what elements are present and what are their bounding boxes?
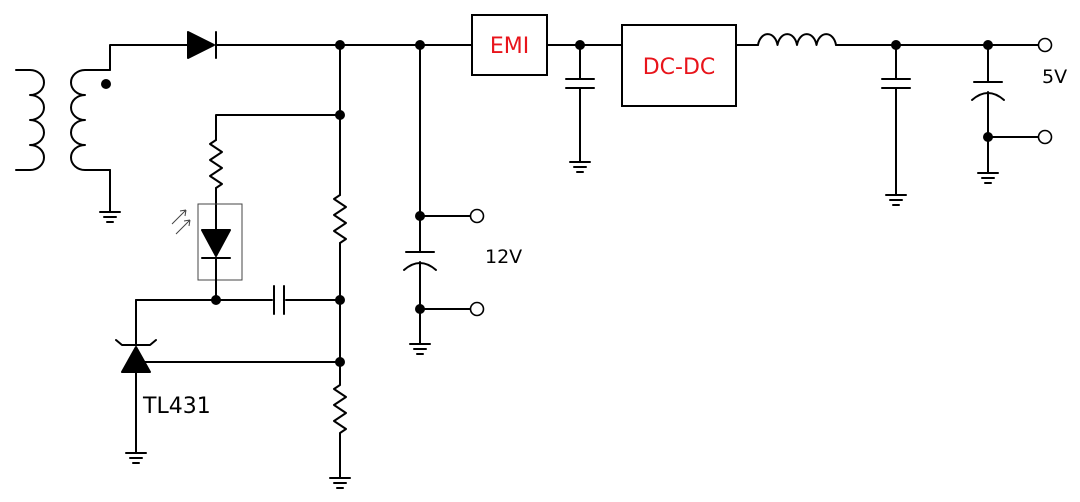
return-12v-terminal[interactable]: [469, 301, 485, 317]
ground-symbol: [125, 452, 147, 464]
transformer-primary-winding: [15, 69, 45, 171]
transformer-secondary-winding: [70, 69, 111, 171]
transformer-polarity-dot: [101, 79, 111, 89]
emi-filter-block: EMI: [471, 14, 548, 76]
ground-symbol: [569, 161, 591, 173]
divider-resistor-top: [333, 194, 347, 244]
output-12v-terminal[interactable]: [469, 208, 485, 224]
dcdc-label: DC-DC: [643, 55, 716, 80]
divider-resistor-bottom: [333, 369, 347, 479]
feedback-capacitor: [273, 285, 285, 315]
output-inductor: [757, 33, 837, 46]
rectifier-diode: [187, 31, 217, 59]
ground-symbol: [99, 211, 121, 223]
ground-symbol: [409, 343, 431, 355]
transformer: [15, 44, 189, 223]
input-capacitor-dcdc: [565, 78, 595, 89]
ground-symbol: [977, 172, 999, 184]
dc-dc-converter-block: DC-DC: [621, 24, 737, 107]
output-5v-label: 5V: [1042, 66, 1067, 88]
emi-label: EMI: [490, 34, 529, 59]
secondary-lead-top: [109, 44, 189, 71]
optocoupler-led: [171, 203, 243, 281]
ground-symbol: [329, 477, 351, 489]
led-branch-wire: [215, 114, 341, 141]
return-5v-terminal[interactable]: [1037, 129, 1053, 145]
tl431-shunt-regulator: [115, 339, 157, 373]
tl431-label: TL431: [142, 394, 211, 419]
output-5v-terminal[interactable]: [1037, 37, 1053, 53]
led-resistor: [209, 139, 223, 189]
optocoupler-outline: [197, 203, 243, 281]
filter-capacitor: [881, 78, 911, 89]
ground-symbol: [885, 194, 907, 206]
light-emission-arrows-icon: [171, 209, 191, 235]
output-12v-label: 12V: [485, 246, 522, 268]
